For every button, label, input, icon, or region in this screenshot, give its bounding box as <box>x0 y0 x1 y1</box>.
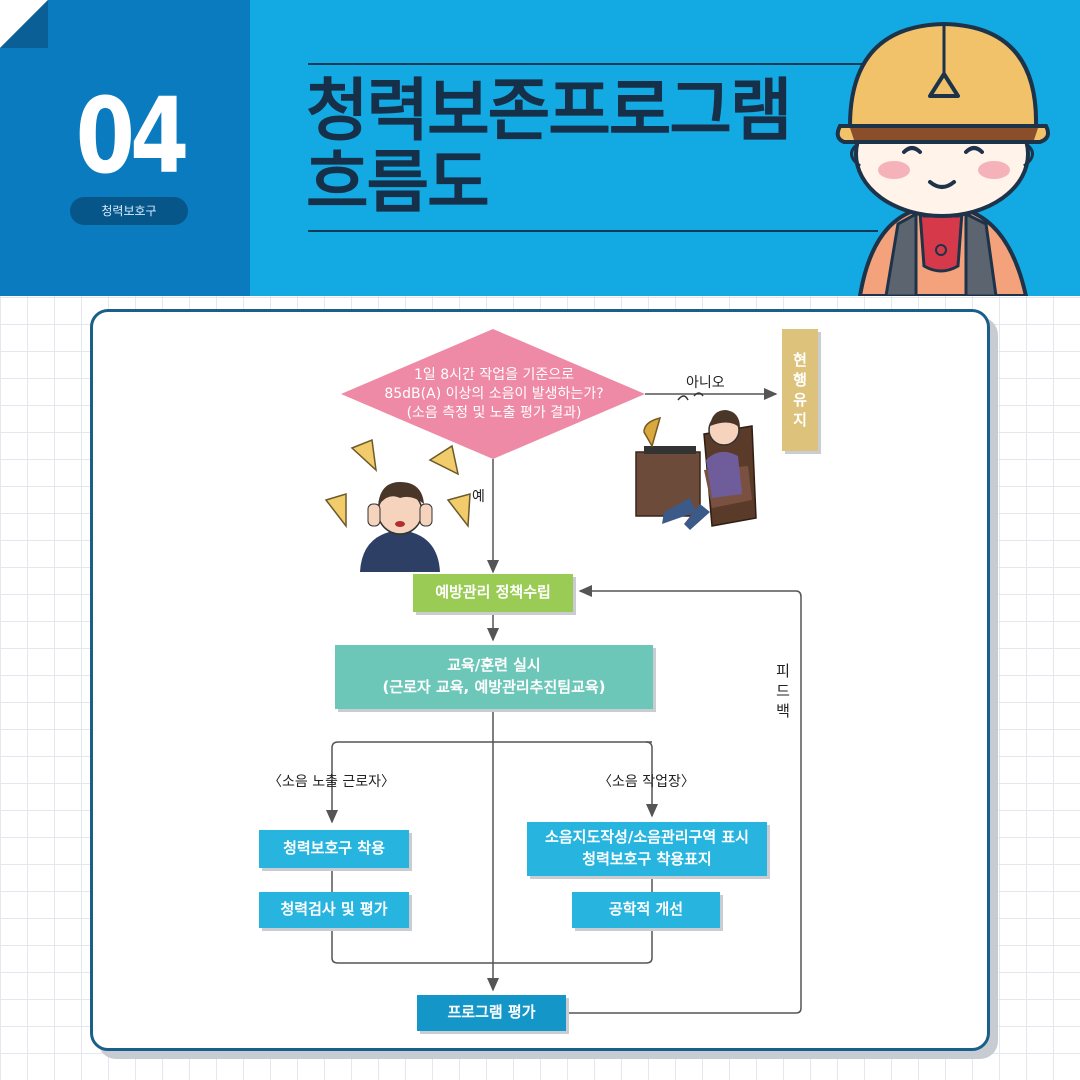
engineering-label: 공학적 개선 <box>608 900 684 919</box>
section-number-panel: 04 청력보호구 <box>0 0 250 296</box>
hearing-test-node: 청력검사 및 평가 <box>259 892 409 928</box>
yes-branch-label: 예 <box>472 489 485 505</box>
page-title: 청력보존프로그램 흐름도 <box>306 72 792 223</box>
no-branch-label: 아니오 <box>686 375 725 391</box>
noise-map-line-1: 소음지도작성/소음관리구역 표시 <box>545 828 749 847</box>
keep-current-box: 현행유지 <box>782 329 818 451</box>
category-badge: 청력보호구 <box>70 197 188 225</box>
hearing-test-label: 청력검사 및 평가 <box>280 900 388 919</box>
education-line-2: (근로자 교육, 예방관리추진팀교육) <box>382 678 606 696</box>
right-branch-arrow <box>645 741 658 818</box>
header-banner: 04 청력보호구 청력보존프로그램 흐름도 <box>0 0 1080 296</box>
decision-line-1: 1일 8시간 작업을 기준으로 <box>414 367 574 383</box>
section-number: 04 <box>75 75 190 197</box>
feedback-label: 피드백 <box>776 662 790 720</box>
wear-protector-label: 청력보호구 착용 <box>283 839 385 858</box>
right-branch-label: 〈소음 작업장〉 <box>598 774 695 790</box>
decision-line-3: (소음 측정 및 노출 평가 결과) <box>406 405 582 421</box>
title-line-2: 흐름도 <box>306 144 490 223</box>
noise-map-node: 소음지도작성/소음관리구역 표시 청력보호구 착용표지 <box>527 822 767 876</box>
decision-question: 1일 8시간 작업을 기준으로 85dB(A) 이상의 소음이 발생하는가? (… <box>360 366 628 423</box>
decision-diamond <box>341 329 645 459</box>
education-node: 교육/훈련 실시 (근로자 교육, 예방관리추진팀교육) <box>335 645 653 709</box>
left-branch-label: 〈소음 노출 근로자〉 <box>268 774 396 790</box>
relaxed-listener-illustration <box>635 392 757 530</box>
feedback-loop-arrow <box>566 585 802 1014</box>
title-line-1: 청력보존프로그램 <box>306 72 792 151</box>
wear-protector-node: 청력보호구 착용 <box>259 830 409 868</box>
decision-line-2: 85dB(A) 이상의 소음이 발생하는가? <box>384 386 604 402</box>
education-line-1: 교육/훈련 실시 <box>447 656 541 675</box>
policy-node: 예방관리 정책수립 <box>413 574 573 612</box>
worker-mascot-illustration <box>835 21 1050 296</box>
keep-current-label: 현행유지 <box>793 351 807 429</box>
left-branch-arrow <box>326 741 339 824</box>
noise-stressed-worker-illustration <box>324 438 471 572</box>
title-bottom-rule <box>308 230 878 232</box>
merge-bracket <box>331 928 653 964</box>
program-evaluation-label: 프로그램 평가 <box>447 1003 536 1022</box>
program-evaluation-node: 프로그램 평가 <box>417 995 566 1031</box>
title-top-rule <box>308 63 878 65</box>
folded-corner-icon <box>0 0 48 48</box>
engineering-node: 공학적 개선 <box>572 892 720 928</box>
noise-map-line-2: 청력보호구 착용표지 <box>582 850 712 868</box>
policy-label: 예방관리 정책수립 <box>435 583 551 602</box>
